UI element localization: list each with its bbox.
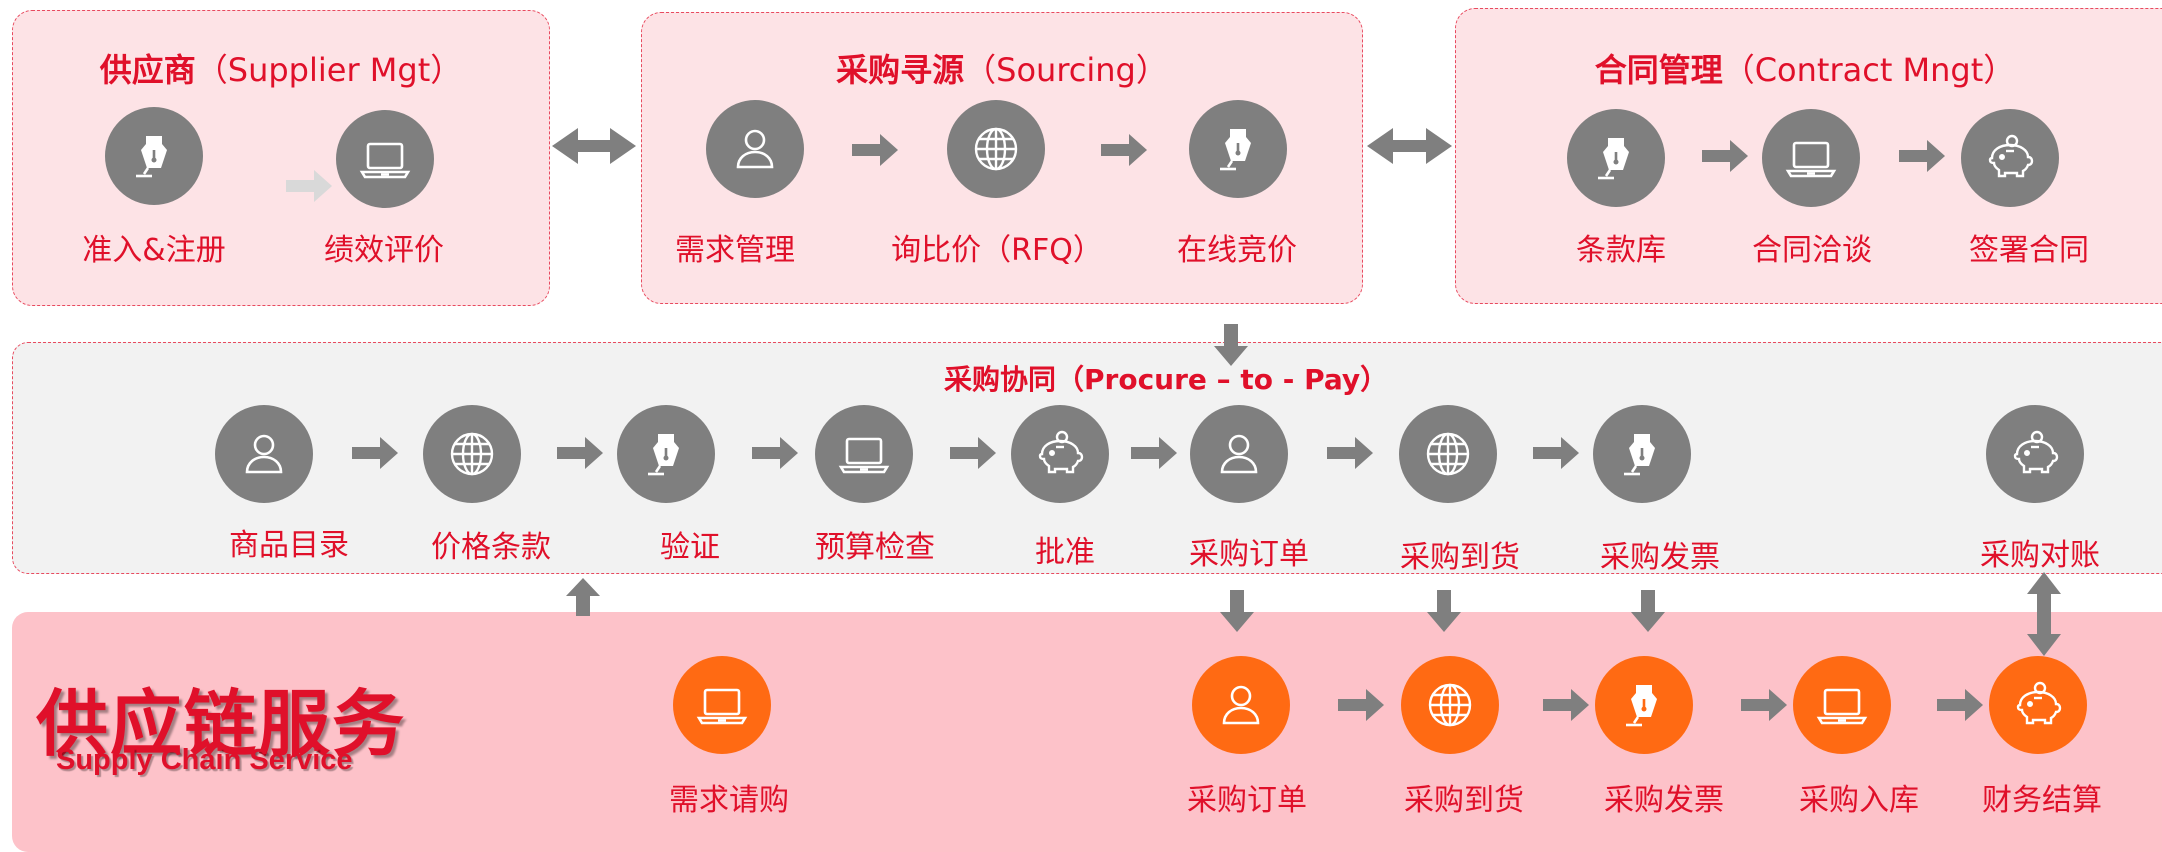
node-label: 采购订单 [1189, 537, 1309, 572]
globe-icon[interactable] [1399, 405, 1497, 503]
laptop-icon[interactable] [673, 656, 771, 754]
flow-arrow [352, 437, 398, 469]
node-label: 采购入库 [1799, 783, 1919, 818]
flow-arrow [286, 170, 332, 202]
flow-arrow [1631, 590, 1665, 632]
node-label: 采购订单 [1187, 783, 1307, 818]
user-icon[interactable] [1190, 405, 1288, 503]
node-label: 条款库 [1576, 233, 1666, 268]
flow-arrow [1220, 590, 1254, 632]
globe-icon[interactable] [947, 100, 1045, 198]
flow-arrow [752, 437, 798, 469]
service-title-en: Supply Chain Service [56, 744, 353, 776]
node-label: 签署合同 [1969, 233, 2089, 268]
pen-icon[interactable] [1189, 100, 1287, 198]
laptop-icon[interactable] [1793, 656, 1891, 754]
flow-arrows [286, 128, 2061, 721]
globe-icon[interactable] [1401, 656, 1499, 754]
contract-title: 合同管理（Contract Mngt） [1594, 51, 2016, 89]
node-label: 财务结算 [1982, 783, 2102, 818]
node-label: 准入&注册 [82, 233, 226, 268]
user-icon[interactable] [1192, 656, 1290, 754]
supplier-title: 供应商（Supplier Mgt） [99, 51, 463, 89]
node-label: 批准 [1035, 535, 1095, 570]
double-arrow [552, 128, 636, 164]
flow-arrow [852, 134, 898, 166]
sourcing-title: 采购寻源（Sourcing） [836, 51, 1168, 89]
node-label: 在线竞价 [1177, 233, 1297, 268]
flow-arrow [1338, 689, 1384, 721]
node-label: 价格条款 [431, 530, 551, 565]
node-label: 需求管理 [675, 233, 795, 268]
node-label: 合同洽谈 [1752, 233, 1872, 268]
piggybank-icon[interactable] [1961, 109, 2059, 207]
node-label: 绩效评价 [324, 233, 444, 268]
user-icon[interactable] [215, 405, 313, 503]
flow-arrow [1327, 437, 1373, 469]
flow-arrow [950, 437, 996, 469]
pen-icon[interactable] [1593, 405, 1691, 503]
node-label: 需求请购 [669, 783, 789, 818]
flow-arrow [1427, 590, 1461, 632]
flow-arrow [1131, 437, 1177, 469]
user-icon[interactable] [706, 100, 804, 198]
pen-icon[interactable] [1595, 656, 1693, 754]
piggybank-icon[interactable] [1986, 405, 2084, 503]
laptop-icon[interactable] [1762, 109, 1860, 207]
piggybank-icon[interactable] [1989, 656, 2087, 754]
node-label: 采购对账 [1980, 538, 2100, 573]
flow-arrow [1741, 689, 1787, 721]
node-label: 验证 [660, 530, 720, 565]
double-arrow [1367, 128, 1452, 164]
node-label: 询比价（RFQ） [891, 233, 1103, 268]
flow-arrow [1702, 140, 1748, 172]
piggybank-icon[interactable] [1011, 405, 1109, 503]
pen-icon[interactable] [1567, 109, 1665, 207]
flow-arrow [1101, 134, 1147, 166]
flow-arrow [1543, 689, 1589, 721]
globe-icon[interactable] [423, 405, 521, 503]
supplier-panel: 供应商（Supplier Mgt） [12, 10, 550, 306]
flow-arrow [557, 437, 603, 469]
double-arrow [2027, 572, 2061, 656]
node-label: 采购发票 [1600, 540, 1720, 575]
node-label: 预算检查 [815, 530, 935, 565]
flow-arrow [566, 578, 600, 616]
pen-icon[interactable] [617, 405, 715, 503]
node-label: 采购发票 [1604, 783, 1724, 818]
laptop-icon[interactable] [815, 405, 913, 503]
flow-arrow [1533, 437, 1579, 469]
node-label: 采购到货 [1400, 540, 1520, 575]
laptop-icon[interactable] [336, 110, 434, 208]
service-title-cn: 供应链服务 [36, 682, 407, 766]
p2p-title: 采购协同（Procure – to - Pay） [944, 363, 1389, 396]
flow-arrow [1214, 324, 1248, 366]
pen-icon[interactable] [105, 107, 203, 205]
node-label: 采购到货 [1404, 783, 1524, 818]
flow-arrow [1937, 689, 1983, 721]
flow-arrow [1899, 140, 1945, 172]
node-label: 商品目录 [229, 528, 349, 563]
